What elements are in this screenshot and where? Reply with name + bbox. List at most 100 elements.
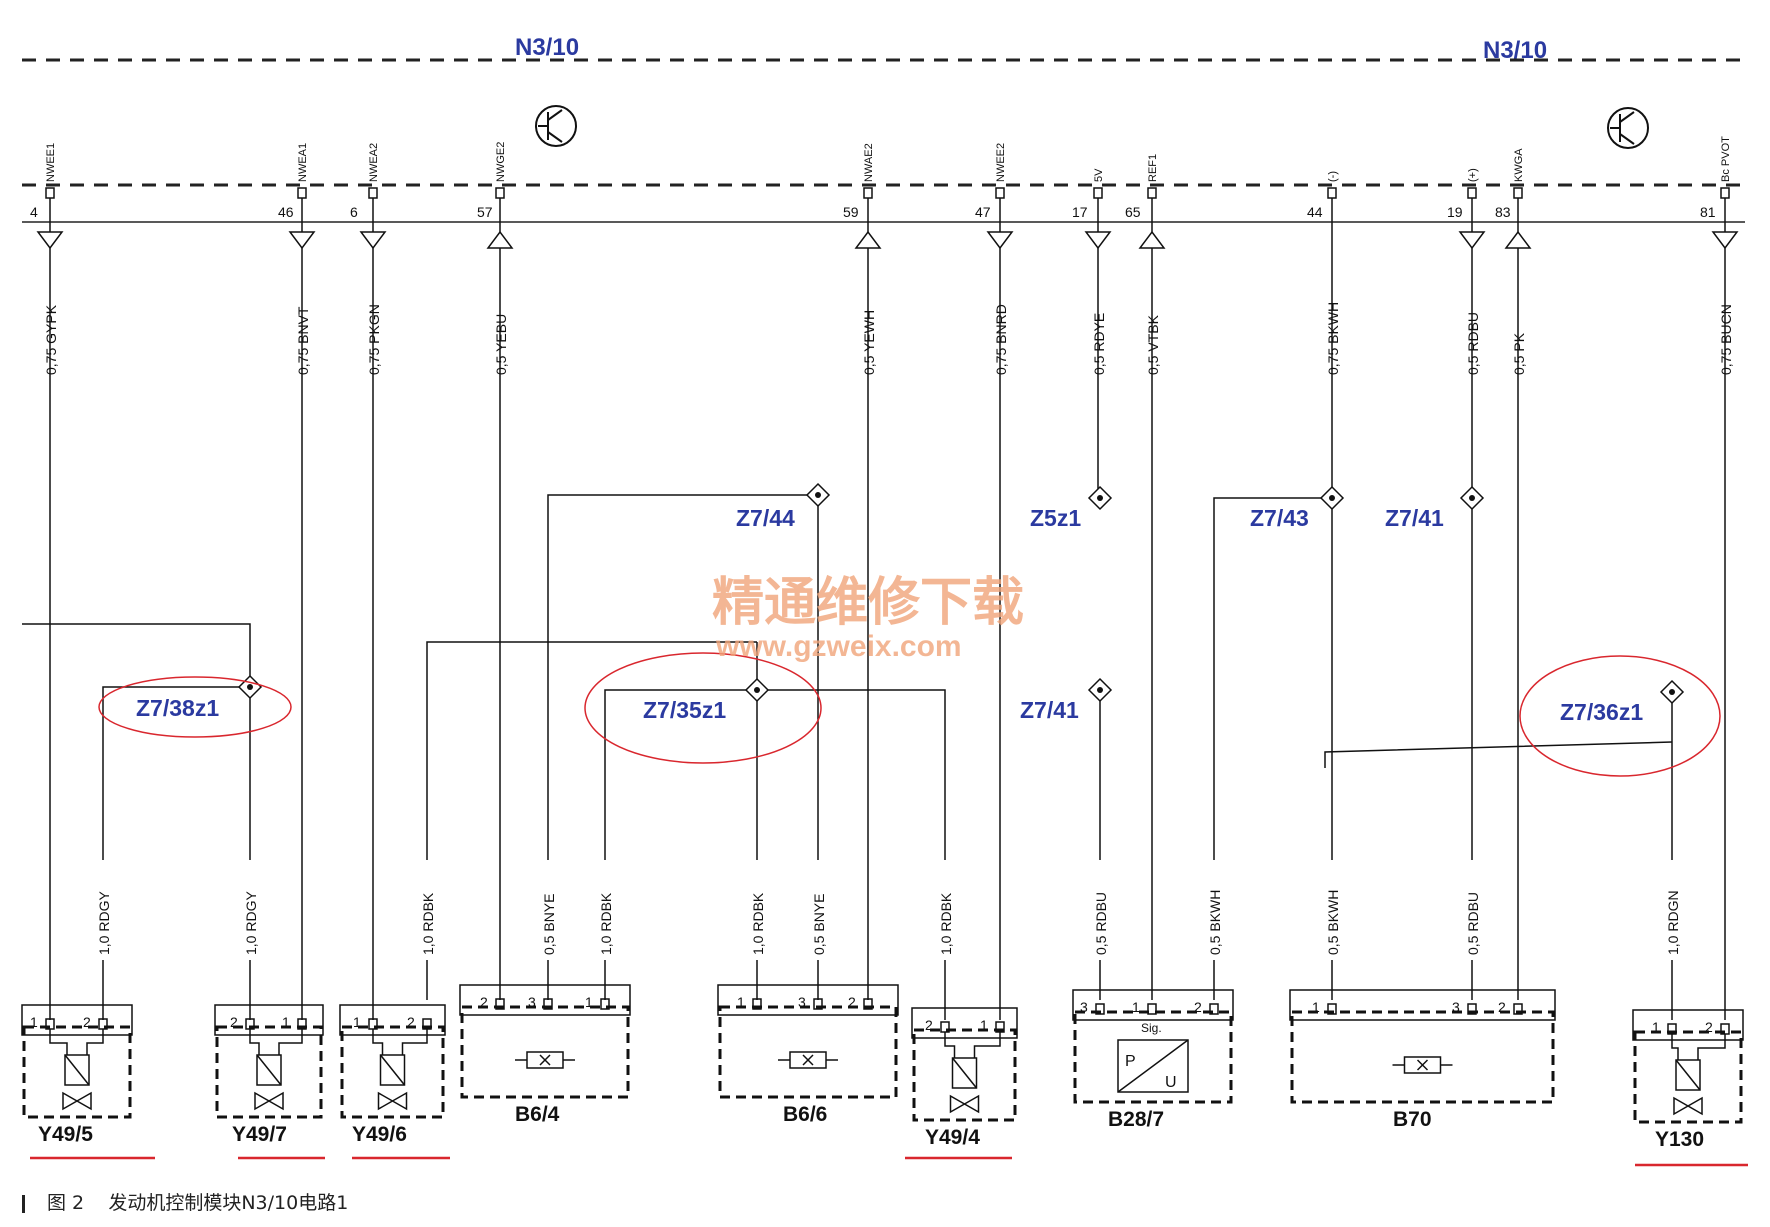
pin-number: 59 <box>843 204 859 220</box>
pin-signal: NWEA1 <box>297 143 309 182</box>
wire-label: 0,75 BKWH <box>1325 302 1341 375</box>
lower-wire-label: 1,0 RDBK <box>598 892 614 955</box>
lower-wire-label: 0,5 RDBU <box>1093 892 1109 955</box>
lower-wire-label: 0,5 BKWH <box>1325 890 1341 955</box>
ecu-pin-4: 4 NWEE1 0,75 GYPK <box>30 143 64 380</box>
splice-label-z7-41-top: Z7/41 <box>1385 505 1444 531</box>
wire-label: 0,75 PKGN <box>366 304 382 375</box>
pin-signal: NWEE2 <box>995 143 1007 182</box>
component-pin: 2 <box>407 1014 415 1030</box>
lower-wire-label: 1,0 RDGN <box>1665 890 1681 955</box>
component-pin: 2 <box>83 1014 91 1030</box>
lower-wire-label: 1,0 RDGY <box>243 891 259 955</box>
pin-number: 65 <box>1125 204 1141 220</box>
component-label: Y49/5 <box>38 1123 93 1146</box>
component-label: B70 <box>1393 1108 1432 1131</box>
pin-number: 57 <box>477 204 493 220</box>
ecu-pin-83: 83 KWGA 0,5 PK <box>1495 148 1532 380</box>
component-label: Y49/6 <box>352 1123 407 1146</box>
pin-number: 47 <box>975 204 991 220</box>
component-pin: 2 <box>848 994 856 1010</box>
pu-label-u: U <box>1165 1074 1177 1091</box>
component-pin: 1 <box>30 1014 38 1030</box>
component-pin: 1 <box>1132 999 1140 1015</box>
caption-bar <box>22 1194 25 1213</box>
pin-signal: Bc PVOT <box>1720 136 1732 182</box>
component-pin: 1 <box>737 994 745 1010</box>
wire-label: 0,75 GYPK <box>43 304 59 375</box>
figure-title: 发动机控制模块N3/10电路1 <box>108 1192 349 1214</box>
lower-wire-label: 0,5 RDBU <box>1465 892 1481 955</box>
ecu-label-right: N3/10 <box>1483 37 1547 64</box>
wiring <box>22 250 1726 1020</box>
wire-label: 0,5 YEWH <box>861 310 877 375</box>
pin-number: 4 <box>30 204 38 220</box>
component-label: Y49/7 <box>232 1123 287 1146</box>
pin-number: 81 <box>1700 204 1716 220</box>
component-pin: 2 <box>1498 999 1506 1015</box>
pin-signal: (+) <box>1467 168 1479 182</box>
lower-wire-label: 0,5 BNYE <box>811 894 827 955</box>
transistor-icon <box>1607 107 1649 149</box>
lower-wire-label: 1,0 RDBK <box>750 892 766 955</box>
figure-number: 图 2 <box>47 1192 85 1214</box>
component-label: B6/4 <box>515 1103 560 1126</box>
component-label: Y130 <box>1655 1128 1704 1151</box>
component-pin: 3 <box>1452 999 1460 1015</box>
wire-label: 0,5 PK <box>1511 332 1527 375</box>
component-pin: 1 <box>353 1014 361 1030</box>
component-pin: 1 <box>282 1014 290 1030</box>
splice-label-z5z1: Z5z1 <box>1030 505 1081 531</box>
ecu-label-left: N3/10 <box>515 34 579 61</box>
component-pin: 2 <box>230 1014 238 1030</box>
wire-label: 0,5 YEBU <box>493 314 509 375</box>
component-pin: 3 <box>1080 999 1088 1015</box>
ecu-pin-19: 19(+)0,5 RDBU <box>1447 168 1486 380</box>
pin-number: 83 <box>1495 204 1511 220</box>
pu-label-p: P <box>1125 1053 1136 1070</box>
splice-label-z7-43: Z7/43 <box>1250 505 1309 531</box>
component-pin: 1 <box>1312 999 1320 1015</box>
splice-label-z7-38z1: Z7/38z1 <box>136 695 219 721</box>
lower-wire-label: 1,0 RDBK <box>938 892 954 955</box>
pressure-sensor-icon <box>1117 1039 1189 1093</box>
component-pin: 3 <box>528 994 536 1010</box>
component-pin: 1 <box>1652 1019 1660 1035</box>
solenoid-valve-icon <box>1671 1034 1726 1116</box>
lower-wire-label: 1,0 RDGY <box>96 891 112 955</box>
wire-label: 0,5 VTBK <box>1145 314 1161 375</box>
lower-wire-label: 0,5 BNYE <box>541 894 557 955</box>
splice-label-z7-35z1: Z7/35z1 <box>643 697 726 723</box>
sensor-icon <box>1392 1056 1453 1074</box>
pin-signal: KWGA <box>1513 148 1525 182</box>
splice-label-z7-36z1: Z7/36z1 <box>1560 699 1643 725</box>
pin-number: 46 <box>278 204 294 220</box>
solenoid-valve-icon <box>249 1029 303 1111</box>
component-pin: 1 <box>585 994 593 1010</box>
wire-label: 0,5 RDYE <box>1091 313 1107 375</box>
pin-signal: NWEE1 <box>45 143 57 182</box>
pin-number: 19 <box>1447 204 1463 220</box>
ecu-pin-44: 44(-)0,75 BKWH <box>1307 171 1341 380</box>
pin-number: 6 <box>350 204 358 220</box>
splice-label-z7-44: Z7/44 <box>736 505 795 531</box>
splice-label-z7-41-lower: Z7/41 <box>1020 697 1079 723</box>
component-label: B6/6 <box>783 1103 827 1126</box>
pin-number: 17 <box>1072 204 1088 220</box>
sig-label: Sig. <box>1141 1021 1162 1035</box>
component-pin: 2 <box>925 1017 933 1033</box>
